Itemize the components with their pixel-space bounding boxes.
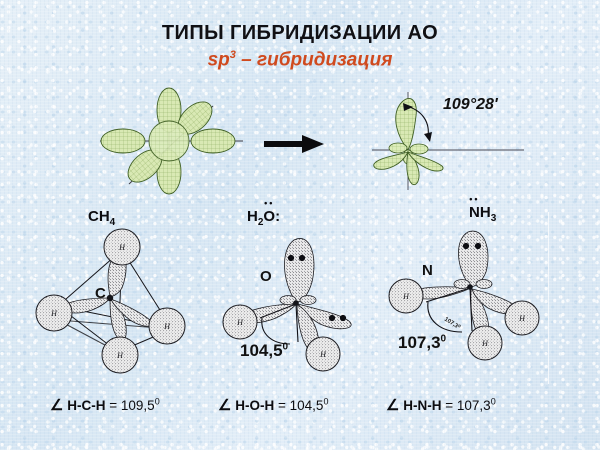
angle-value-water: 104,50 <box>240 341 288 361</box>
svg-text:H: H <box>116 351 124 360</box>
equation-water: ∠ H-O-H = 104,50 <box>218 396 329 415</box>
equation-ammonia-value: 107,3 <box>456 398 491 413</box>
formula-water-sub: 2 <box>257 217 264 228</box>
p-orbital-lobes <box>100 87 236 195</box>
formula-methane: CH4 <box>88 208 115 228</box>
svg-text:H: H <box>163 322 171 331</box>
equation-water-eq: = <box>277 398 286 413</box>
ammonia-lone-pair-lobe <box>458 230 489 287</box>
hybrid-lobes-lower <box>373 151 444 186</box>
formula-ammonia-n-letter: N <box>469 204 480 221</box>
angle-glyph-water: ∠ <box>218 397 232 414</box>
atom-label-oxygen: O <box>260 268 272 285</box>
formula-methane-main: CH <box>88 208 110 225</box>
ammonia-nitrogen-center <box>467 284 473 290</box>
subtitle-rest: – гибридизация <box>235 49 393 71</box>
ammonia-hydrogen-atoms: H H H <box>388 278 540 361</box>
vertical-divider <box>548 212 549 384</box>
water-hydrogen-atoms: H H <box>222 304 341 372</box>
svg-text:H: H <box>518 314 526 323</box>
angle-label-10928: 109°28' <box>443 96 498 113</box>
subtitle-sp: sp <box>207 49 230 71</box>
atom-label-nitrogen: N <box>422 262 433 279</box>
transformation-arrow-icon <box>264 135 324 153</box>
water-oxygen-center <box>293 300 299 306</box>
formula-ammonia-sub: 3 <box>490 213 497 224</box>
water-structure: H H <box>222 238 352 372</box>
svg-text:H: H <box>319 350 327 359</box>
ammonia-structure: H H H 107,3⁰ <box>388 230 540 361</box>
formula-ammonia-n: ••N <box>469 195 480 222</box>
atom-label-carbon: C <box>95 285 106 302</box>
equation-ammonia-bonds: H-N-H <box>403 398 442 413</box>
equation-methane-degree: 0 <box>154 396 160 407</box>
angle-value-ammonia-degree: 0 <box>440 333 447 345</box>
angle-value-ammonia: 107,30 <box>398 333 446 353</box>
angle-arc-10928 <box>403 103 432 142</box>
equation-ammonia-degree: 0 <box>490 396 496 407</box>
formula-water-h: H <box>247 208 258 225</box>
methane-carbon-center <box>106 294 114 302</box>
formula-water-o-letter: O <box>263 208 276 225</box>
methane-structure: H H H H <box>35 228 186 374</box>
page-title: ТИПЫ ГИБРИДИЗАЦИИ АО <box>161 22 439 44</box>
unhybridized-orbitals-diagram <box>100 87 243 195</box>
formula-ammonia-h: H <box>479 204 491 221</box>
svg-text:H: H <box>402 292 410 301</box>
equation-methane-value: 109,5 <box>120 398 155 413</box>
svg-text:H: H <box>481 339 489 348</box>
formula-methane-sub: 4 <box>109 217 116 228</box>
equation-methane: ∠ H-C-H = 109,50 <box>50 396 160 415</box>
equation-ammonia: ∠ H-N-H = 107,30 <box>386 396 496 415</box>
page-subtitle: sp3 – гибридизация <box>0 49 600 71</box>
lone-pair-dots-ammonia: •• <box>469 194 480 204</box>
formula-ammonia: ••NH3 <box>469 195 497 225</box>
equation-water-value: 104,5 <box>289 398 324 413</box>
methane-hydrogen-atoms: H H H H <box>35 228 186 374</box>
equation-water-degree: 0 <box>323 396 329 407</box>
angle-value-ammonia-number: 107,3 <box>398 333 441 352</box>
hybrid-lobe-up <box>395 98 417 151</box>
ammonia-bonding-lobes <box>410 279 520 339</box>
formula-water-o: ••O <box>263 199 276 226</box>
s-orbital <box>148 120 190 162</box>
water-lone-pair-lobes <box>284 238 352 330</box>
svg-text:H: H <box>118 243 126 252</box>
svg-text:H: H <box>50 309 58 318</box>
lone-pair-dots-water: •• <box>264 198 275 208</box>
ammonia-lone-pair-dots <box>462 242 482 250</box>
equation-methane-bonds: H-C-H <box>67 398 106 413</box>
equation-water-bonds: H-O-H <box>235 398 275 413</box>
subtitle-exponent: 3 <box>229 49 236 61</box>
hybrid-orbitals-diagram <box>372 92 524 190</box>
equation-ammonia-eq: = <box>445 398 454 413</box>
equation-methane-eq: = <box>109 398 118 413</box>
ammonia-angle-arc <box>425 287 473 333</box>
angle-value-water-degree: 0 <box>282 341 289 353</box>
angle-value-water-number: 104,5 <box>240 341 283 360</box>
angle-glyph-ammonia: ∠ <box>386 397 400 414</box>
angle-glyph-methane: ∠ <box>50 397 64 414</box>
water-lone-pair-dots <box>287 254 347 322</box>
svg-text:H: H <box>236 318 244 327</box>
formula-water-colon: : <box>275 208 281 225</box>
water-angle-arc <box>259 303 299 345</box>
formula-water: H2••O: <box>247 199 281 229</box>
